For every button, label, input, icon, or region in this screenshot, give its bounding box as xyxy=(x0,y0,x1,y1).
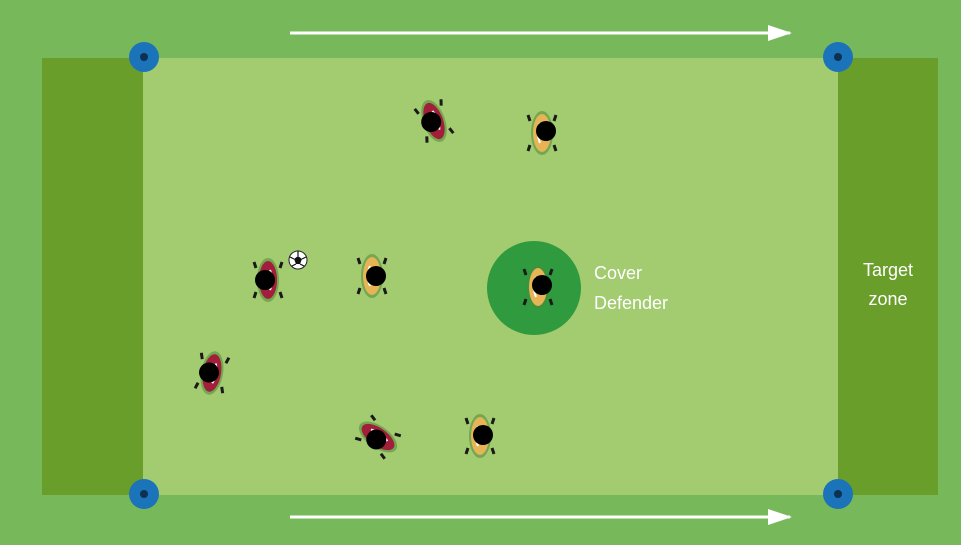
cone-marker-icon xyxy=(823,479,853,509)
cone-marker-icon xyxy=(129,479,159,509)
cone-marker-icon xyxy=(129,42,159,72)
soccer-ball-icon xyxy=(289,251,307,269)
cover-defender-label-line1: Cover xyxy=(594,263,642,283)
cone-marker-icon xyxy=(823,42,853,72)
target-zone-label-line2: zone xyxy=(868,289,907,309)
target-zone-label-line1: Target xyxy=(863,260,913,280)
cover-defender-label-line2: Defender xyxy=(594,293,668,313)
left-end-zone xyxy=(42,58,143,495)
